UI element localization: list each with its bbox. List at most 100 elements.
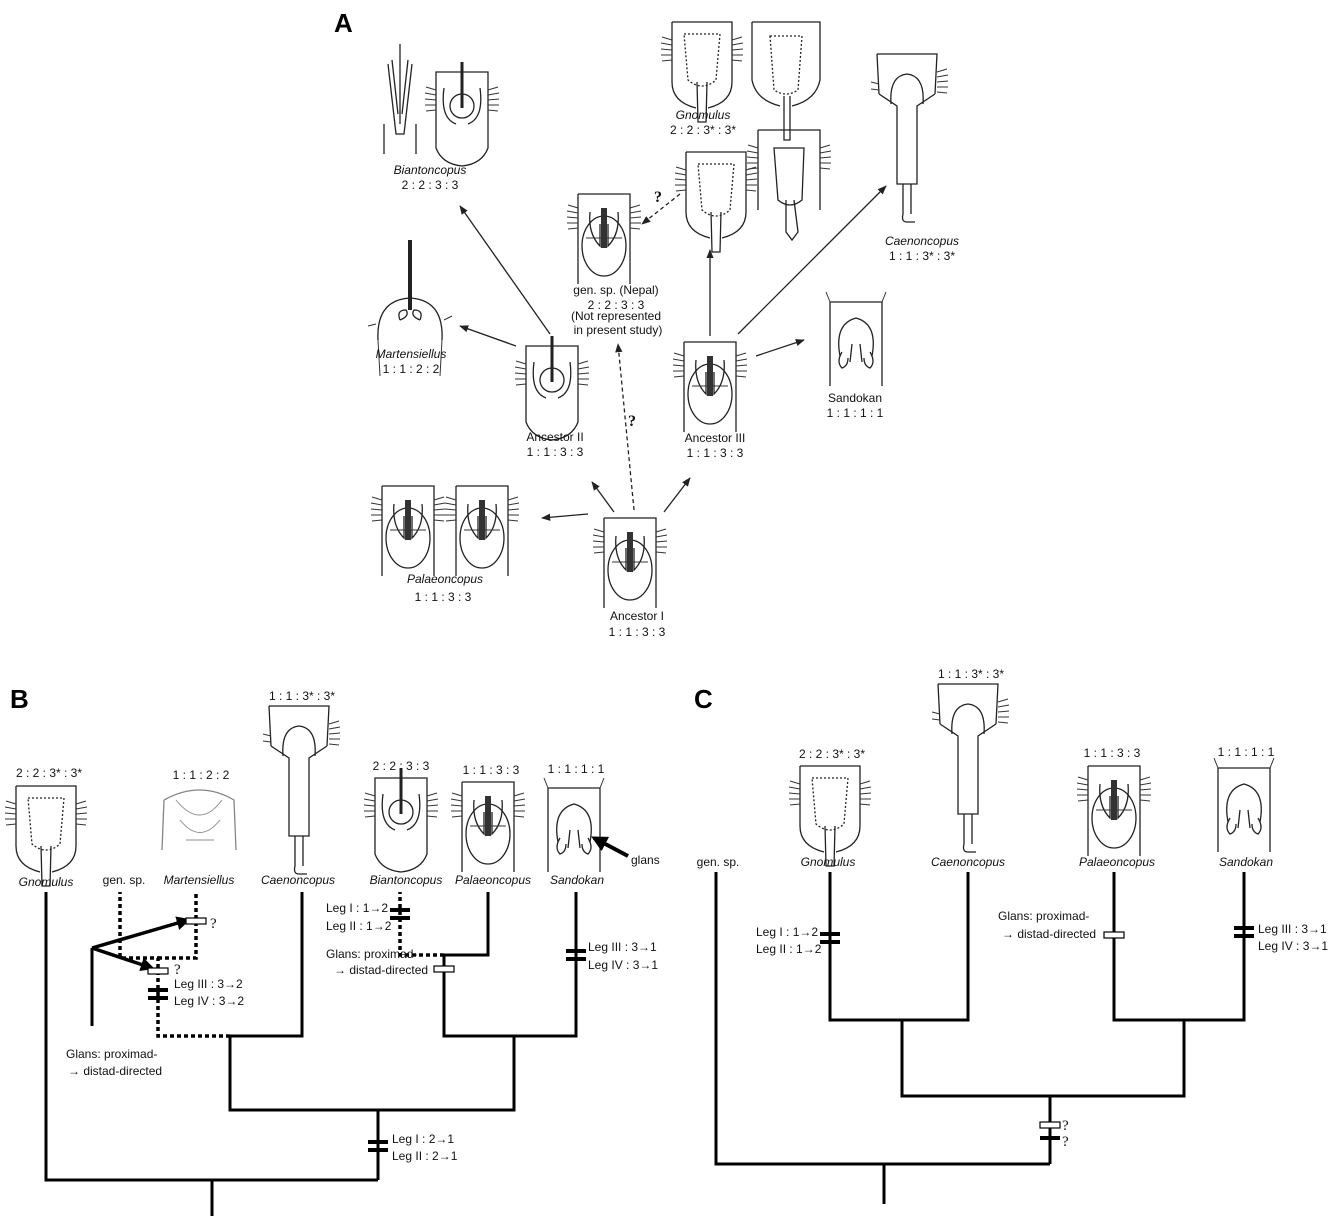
palaeoncopus-formula-a: 1 : 1 : 3 : 3	[415, 590, 472, 604]
b-leg3-3to2: Leg III : 3→2	[174, 977, 243, 991]
b-leg2-2to1: Leg II : 2→1	[392, 1149, 458, 1163]
b-leg4-3to1: Leg IV : 3→1	[588, 958, 658, 972]
question-mark-a1: ?	[628, 413, 636, 430]
palaeoncopus-label-b: Palaeoncopus	[455, 873, 531, 887]
palaeoncopus-label-a: Palaeoncopus	[407, 572, 483, 586]
martensiellus-label-b: Martensiellus	[164, 873, 235, 887]
c-glans-change-2: → distad-directed	[1002, 927, 1096, 941]
gensp-nepal-note2: in present study)	[574, 323, 663, 337]
gensp-nepal-drawing	[567, 194, 641, 284]
panel-a-arrows	[460, 186, 886, 518]
caenoncopus-label-b: Caenoncopus	[261, 873, 335, 887]
biantoncopus-formula-b: 2 : 2 : 3 : 3	[373, 759, 430, 773]
biantoncopus-label-a: Biantoncopus	[394, 163, 467, 177]
ancestor3-drawing	[673, 342, 747, 432]
caenoncopus-drawing-b	[263, 706, 340, 874]
ancestor2-drawing	[515, 336, 589, 440]
ancestor2-label: Ancestor II	[526, 430, 583, 444]
gnomulus-drawing-a3	[675, 152, 757, 252]
gnomulus-label-a: Gnomulus	[676, 108, 731, 122]
gnomulus-label-c: Gnomulus	[801, 855, 856, 869]
sandokan-formula-c: 1 : 1 : 1 : 1	[1218, 745, 1275, 759]
ancestor3-label: Ancestor III	[685, 431, 746, 445]
gnomulus-drawing-a4	[747, 130, 831, 240]
sandokan-label-c: Sandokan	[1219, 855, 1273, 869]
biantoncopus-label-b: Biantoncopus	[370, 873, 443, 887]
palaeoncopus-drawing-a1	[371, 486, 445, 576]
sandokan-label-b: Sandokan	[550, 873, 604, 887]
panel-b: B 2 : 2 : 3* : 3* 1 : 1 : 2 : 2 1 : 1 : …	[5, 684, 660, 1216]
sandokan-formula-b: 1 : 1 : 1 : 1	[548, 762, 605, 776]
sandokan-drawing-c	[1214, 758, 1274, 852]
panel-c-tree	[716, 872, 1254, 1204]
b-leg4-3to2: Leg IV : 3→2	[174, 994, 244, 1008]
c-leg4-3to1: Leg IV : 3→1	[1258, 939, 1328, 953]
ancestor2-formula: 1 : 1 : 3 : 3	[527, 445, 584, 459]
palaeoncopus-formula-c: 1 : 1 : 3 : 3	[1084, 746, 1141, 760]
biantoncopus-drawing-b	[364, 768, 438, 872]
glans-label: glans	[631, 853, 660, 867]
caenoncopus-drawing-c	[932, 684, 1009, 852]
gnomulus-drawing-b	[5, 786, 87, 886]
gnomulus-formula-c: 2 : 2 : 3* : 3*	[799, 747, 865, 761]
sandokan-label-a: Sandokan	[828, 391, 882, 405]
sandokan-drawing-a	[826, 292, 886, 386]
gensp-label-c: gen. sp.	[697, 855, 740, 869]
panel-label-c: C	[694, 684, 713, 714]
gnomulus-formula-a: 2 : 2 : 3* : 3*	[670, 123, 736, 137]
ancestor1-label: Ancestor I	[610, 609, 664, 623]
c-leg1-1to2: Leg I : 1→2	[756, 925, 818, 939]
glans-pointer-arrow	[594, 838, 628, 856]
c-leg2-1to2: Leg II : 1→2	[756, 942, 822, 956]
panel-label-b: B	[10, 684, 29, 714]
martensiellus-drawing-b	[162, 790, 236, 850]
palaeoncopus-drawing-c	[1077, 766, 1151, 856]
ancestor1-formula: 1 : 1 : 3 : 3	[609, 625, 666, 639]
panel-label-a: A	[334, 8, 353, 38]
b-glans-change-left-1: Glans: proximad-	[66, 1047, 157, 1061]
caenoncopus-drawing-a	[871, 54, 948, 222]
gensp-nepal-note1: (Not represented	[571, 309, 661, 323]
b-leg2-1to2: Leg II : 1→2	[326, 919, 392, 933]
b-leg1-2to1: Leg I : 2→1	[392, 1132, 454, 1146]
caenoncopus-label-a: Caenoncopus	[885, 234, 959, 248]
ancestor1-drawing	[593, 518, 667, 608]
palaeoncopus-drawing-a2	[445, 486, 519, 576]
martensiellus-formula-a: 1 : 1 : 2 : 2	[383, 362, 440, 376]
biantoncopus-formula-a: 2 : 2 : 3 : 3	[402, 178, 459, 192]
b-glans-change-2: → distad-directed	[334, 963, 428, 977]
caenoncopus-formula-a: 1 : 1 : 3* : 3*	[889, 249, 955, 263]
biantoncopus-drawing-a	[384, 44, 499, 166]
gnomulus-label-b: Gnomulus	[19, 875, 74, 889]
panel-a: A	[334, 8, 959, 639]
panel-c: C 2 : 2 : 3* : 3* 1 : 1 : 3* : 3* 1 : 1 …	[694, 667, 1328, 1204]
question-mark-c1: ?	[1062, 1118, 1069, 1134]
question-mark-b2: ?	[174, 962, 181, 978]
caenoncopus-formula-c: 1 : 1 : 3* : 3*	[938, 667, 1004, 681]
sandokan-formula-a: 1 : 1 : 1 : 1	[827, 406, 884, 420]
gensp-nepal-label: gen. sp. (Nepal)	[573, 283, 658, 297]
question-mark-c2: ?	[1062, 1134, 1069, 1150]
caenoncopus-formula-b: 1 : 1 : 3* : 3*	[269, 689, 335, 703]
b-leg1-1to2: Leg I : 1→2	[326, 901, 388, 915]
gnomulus-formula-b: 2 : 2 : 3* : 3*	[16, 766, 82, 780]
martensiellus-label-a: Martensiellus	[376, 347, 447, 361]
question-mark-b1: ?	[210, 916, 217, 932]
palaeoncopus-formula-b: 1 : 1 : 3 : 3	[463, 763, 520, 777]
caenoncopus-label-c: Caenoncopus	[931, 855, 1005, 869]
b-glans-change-1: Glans: proximad-	[326, 947, 417, 961]
ancestor3-formula: 1 : 1 : 3 : 3	[687, 446, 744, 460]
question-mark-a2: ?	[654, 189, 662, 206]
gnomulus-drawing-a2	[752, 22, 820, 140]
gnomulus-drawing-c	[789, 766, 871, 866]
b-glans-change-left-2: → distad-directed	[68, 1064, 162, 1078]
palaeoncopus-drawing-b	[451, 782, 525, 872]
sandokan-drawing-b	[544, 778, 604, 872]
gnomulus-drawing-a1	[661, 22, 743, 122]
b-leg3-3to1: Leg III : 3→1	[588, 940, 657, 954]
martensiellus-formula-b: 1 : 1 : 2 : 2	[173, 768, 230, 782]
c-leg3-3to1: Leg III : 3→1	[1258, 922, 1327, 936]
c-glans-change-1: Glans: proximad-	[998, 909, 1089, 923]
gensp-label-b: gen. sp.	[103, 873, 146, 887]
